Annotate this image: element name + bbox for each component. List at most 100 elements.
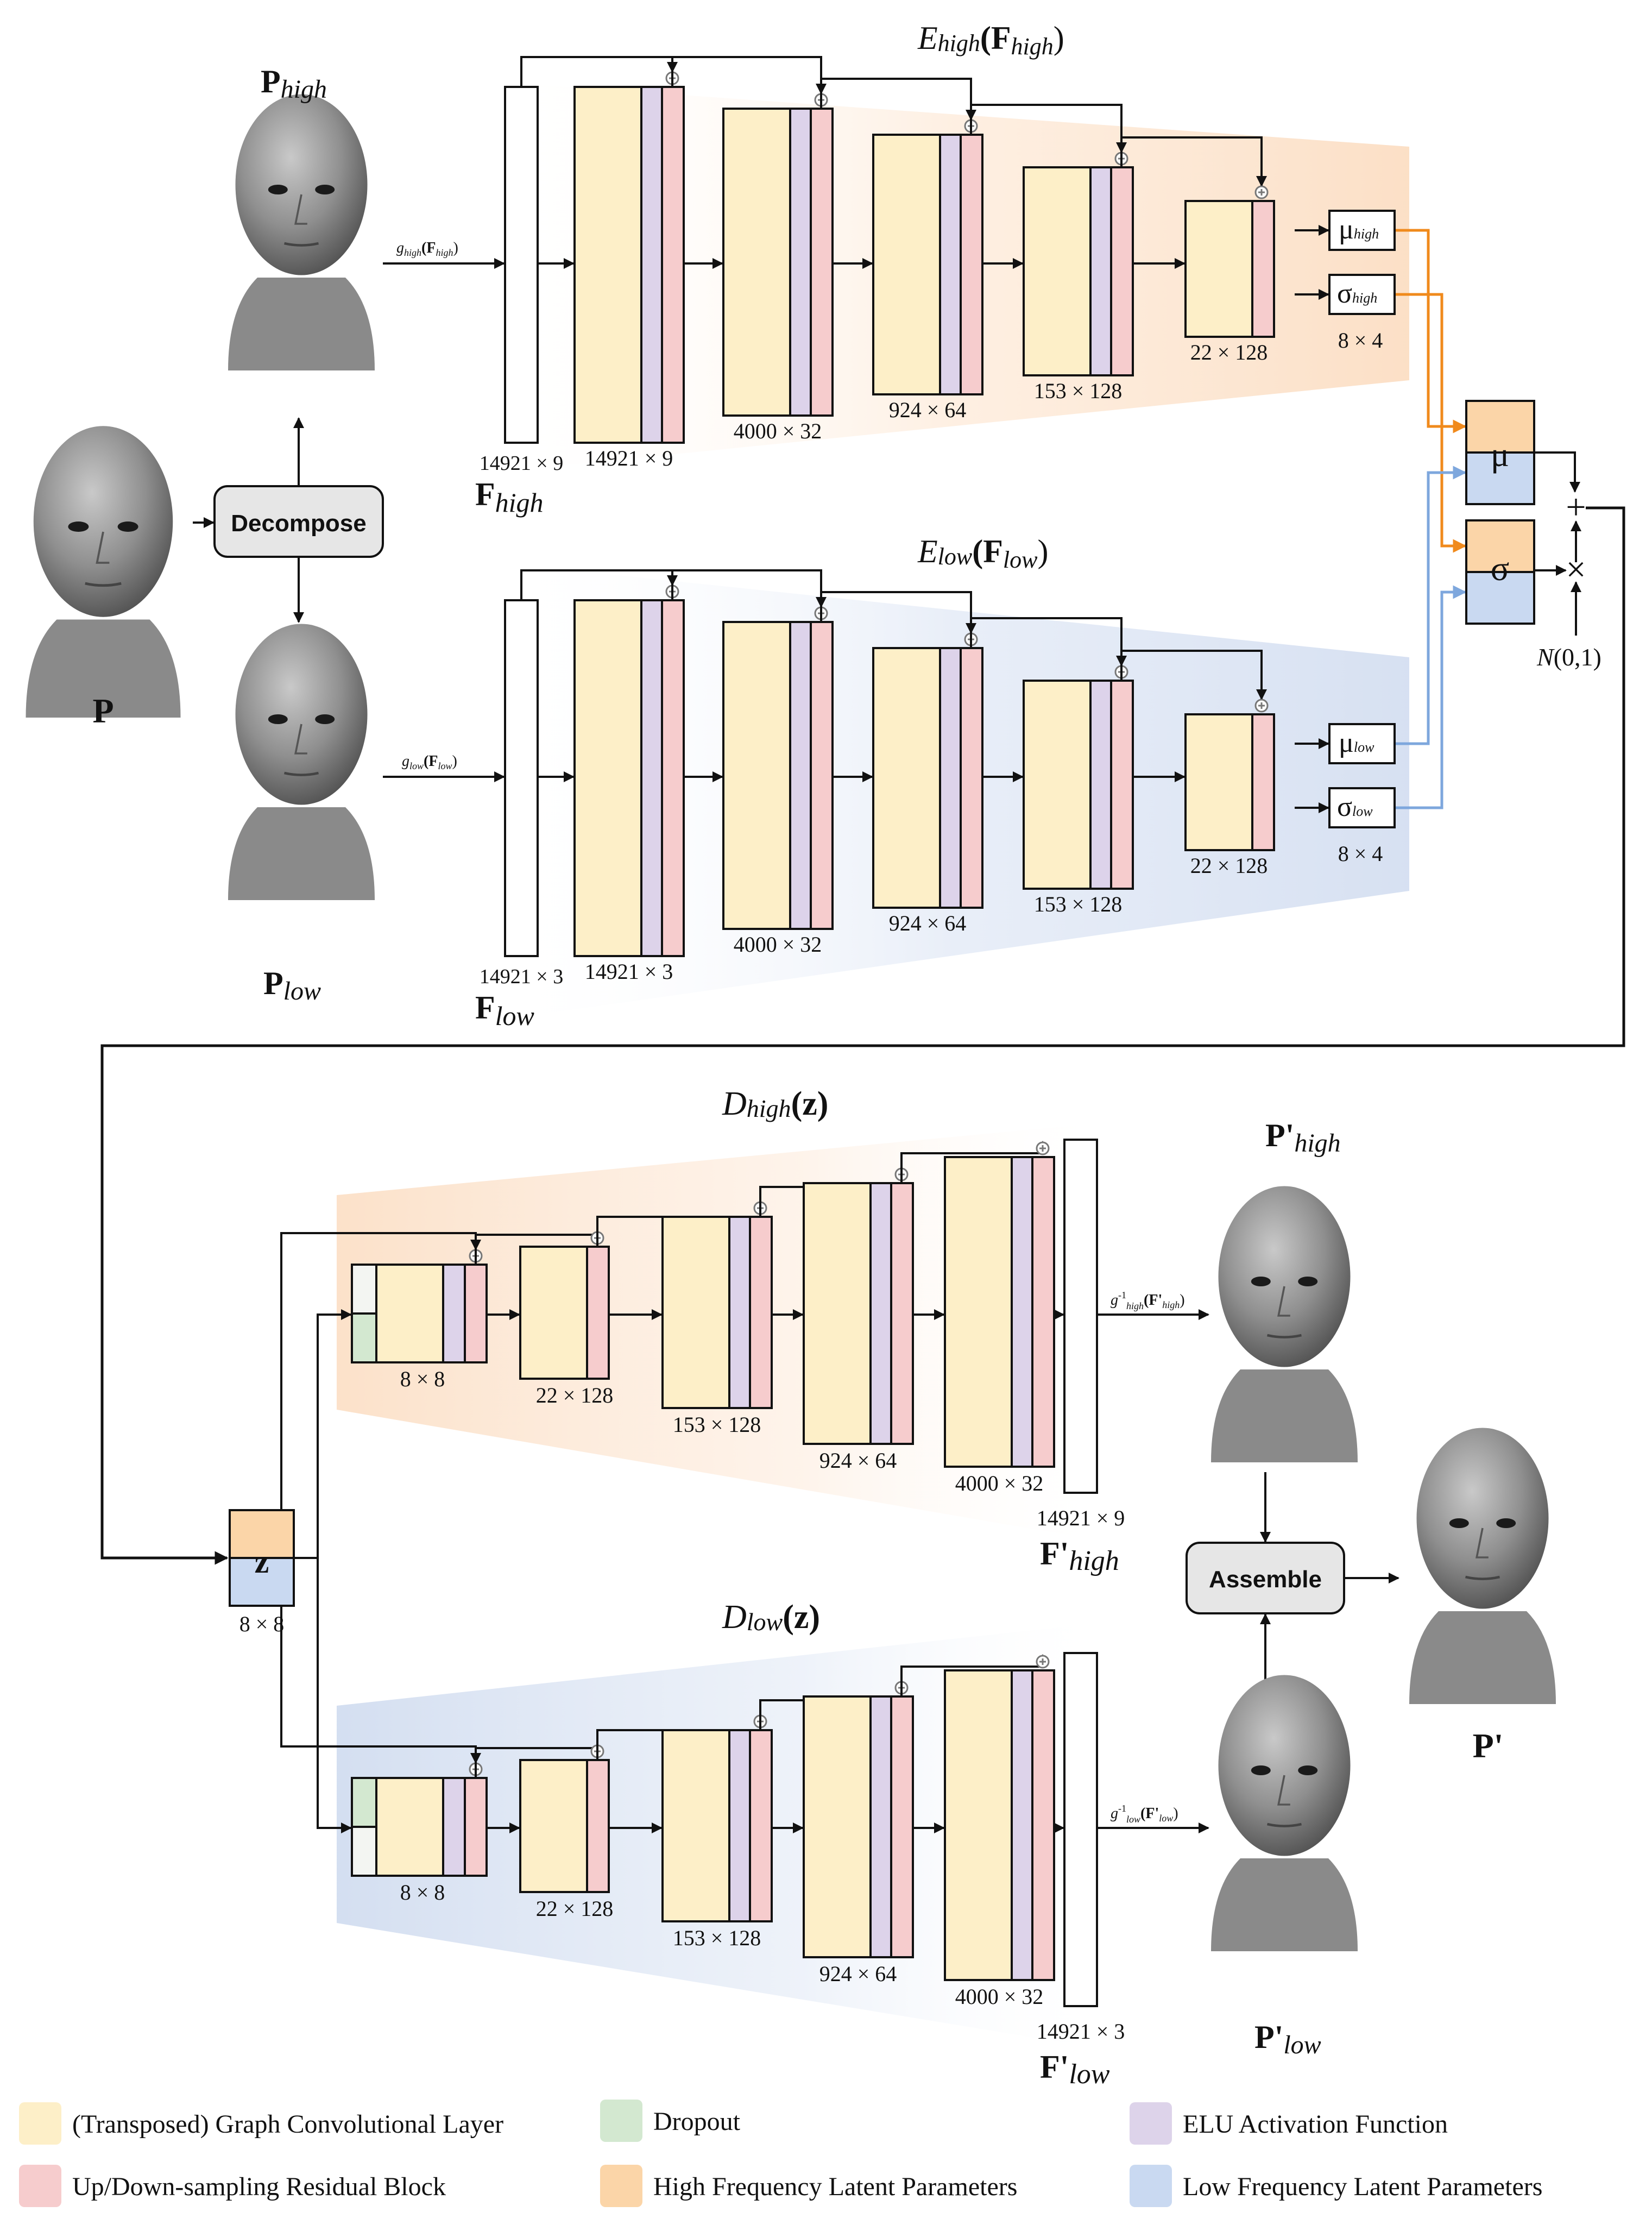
skip-high-1 <box>520 56 678 87</box>
mu-sub: high <box>1354 226 1379 242</box>
E-arg-sub: high <box>1011 33 1054 60</box>
head <box>33 426 173 617</box>
neck <box>1409 1611 1556 1704</box>
face-Pprime-final <box>1409 1428 1556 1704</box>
z-low-half <box>229 1557 295 1607</box>
skip-low-5 <box>1120 650 1267 700</box>
nose <box>96 531 110 564</box>
gcn-layer-low-3 <box>872 647 941 909</box>
sigma-low-to-merge <box>1395 585 1467 809</box>
g-close: ) <box>1173 1805 1178 1822</box>
mu-symbol: μ <box>1339 727 1354 758</box>
residual-dec-low-3 <box>749 1729 773 1922</box>
residual-dec-low-4 <box>890 1695 914 1958</box>
residual-low-1 <box>661 599 685 957</box>
ginv-label-low: g-1low(F'low) <box>1111 1803 1178 1825</box>
noise-label: N(0,1) <box>1536 643 1601 671</box>
elu-dec-low-5 <box>1011 1669 1033 1981</box>
block-dim-low-4: 153 × 128 <box>1034 892 1123 916</box>
left-eye <box>1251 1765 1271 1775</box>
tgcn-layer-low-4 <box>803 1695 872 1958</box>
label-P: P <box>92 692 114 730</box>
tgcn-layer-low-2 <box>519 1759 588 1893</box>
decoder-title-high: Dhigh(z) <box>722 1085 828 1122</box>
mu-high-to-merge <box>1395 229 1467 433</box>
sum-plus <box>1039 1658 1046 1665</box>
g: g <box>402 753 409 770</box>
mu-box-high <box>1328 210 1396 251</box>
mouth <box>1266 1334 1302 1338</box>
P-sub: high <box>281 75 327 104</box>
elu-dec-low-3 <box>728 1729 751 1922</box>
sigma-sub: high <box>1352 290 1377 306</box>
residual-low-5 <box>1251 713 1275 851</box>
g-arg: (F' <box>1140 1805 1159 1822</box>
g-arg-sub: low <box>1159 1813 1173 1824</box>
residual-dec-low-5 <box>1031 1669 1055 1981</box>
ginv-label-high: g-1high(F'high) <box>1111 1290 1185 1311</box>
mu-label-high: μhigh <box>1339 214 1379 245</box>
sum-plus <box>1039 1145 1046 1152</box>
skip-low-3 <box>820 591 976 634</box>
residual-high-5 <box>1251 200 1275 338</box>
dec-block-dim-high-1: 8 × 8 <box>400 1367 445 1391</box>
tgcn-layer-high-3 <box>661 1216 730 1409</box>
residual-dec-high-4 <box>890 1182 914 1445</box>
gcn-layer-high-3 <box>872 134 941 395</box>
z-label: z <box>255 1544 269 1580</box>
legend-label-4: Up/Down-sampling Residual Block <box>72 2172 446 2201</box>
tgcn-layer-low-3 <box>661 1729 730 1922</box>
F-symbol: F <box>475 990 495 1026</box>
tgcn-layer-high-1 <box>375 1264 444 1363</box>
nose <box>1476 1528 1489 1558</box>
tgcn-layer-low-1 <box>375 1777 444 1877</box>
gcn-layer-high-5 <box>1184 200 1253 338</box>
mu-label-low: μlow <box>1339 727 1374 758</box>
face-P-low <box>228 624 375 900</box>
block-dim-low-5: 22 × 128 <box>1190 853 1268 878</box>
mouth <box>1266 1822 1302 1827</box>
face-Pprime-low <box>1211 1675 1358 1951</box>
face-P <box>26 426 181 718</box>
output-dim-high: 14921 × 9 <box>1037 1506 1125 1530</box>
z-to-dec-low <box>317 1558 352 1833</box>
latent-dim-low: 8 × 4 <box>1338 841 1383 866</box>
noise-N: N <box>1536 643 1555 671</box>
mu-box-low <box>1328 723 1396 764</box>
neck <box>228 807 375 900</box>
residual-dec-low-1 <box>464 1777 488 1877</box>
tgcn-layer-high-2 <box>519 1246 588 1380</box>
sigma-high-to-merge <box>1395 293 1467 553</box>
g-symbol: g <box>1111 1292 1118 1309</box>
dec-block-dim-low-2: 22 × 128 <box>536 1896 614 1921</box>
block-dim-high-4: 153 × 128 <box>1034 379 1123 403</box>
elu-low-2 <box>789 621 812 930</box>
right-eye <box>1496 1518 1516 1528</box>
legend-label-3: ELU Activation Function <box>1183 2110 1448 2139</box>
mu-latent-low-half <box>1465 451 1535 505</box>
dropout-high <box>351 1312 377 1363</box>
elu-dec-high-3 <box>728 1216 751 1409</box>
legend-swatch-4 <box>19 2165 61 2207</box>
D-sub: low <box>747 1608 783 1636</box>
legend-label-6: Low Frequency Latent Parameters <box>1183 2172 1542 2201</box>
label-Pprime-low: P'low <box>1254 2019 1321 2059</box>
input-dim-high: 14921 × 9 <box>480 452 563 475</box>
g: g <box>396 240 404 256</box>
block-dim-high-5: 22 × 128 <box>1190 340 1268 364</box>
residual-low-3 <box>960 647 983 909</box>
gcn-layer-high-4 <box>1023 166 1092 376</box>
residual-high-4 <box>1110 166 1134 376</box>
sigma-sub: low <box>1352 803 1373 819</box>
g-close: ) <box>1180 1292 1184 1309</box>
dec-block-dim-low-4: 924 × 64 <box>819 1962 897 1986</box>
D-arg: (z) <box>791 1085 829 1122</box>
input-feature-bar-high <box>504 86 539 444</box>
g-close: ) <box>452 753 457 770</box>
P-main: P <box>263 965 283 1001</box>
face-P-high <box>228 94 375 370</box>
elu-dec-high-1 <box>442 1264 466 1363</box>
legend-swatch-3 <box>1130 2102 1172 2145</box>
gcn-layer-low-1 <box>573 599 642 957</box>
output-name-low: F'low <box>1040 2049 1110 2090</box>
